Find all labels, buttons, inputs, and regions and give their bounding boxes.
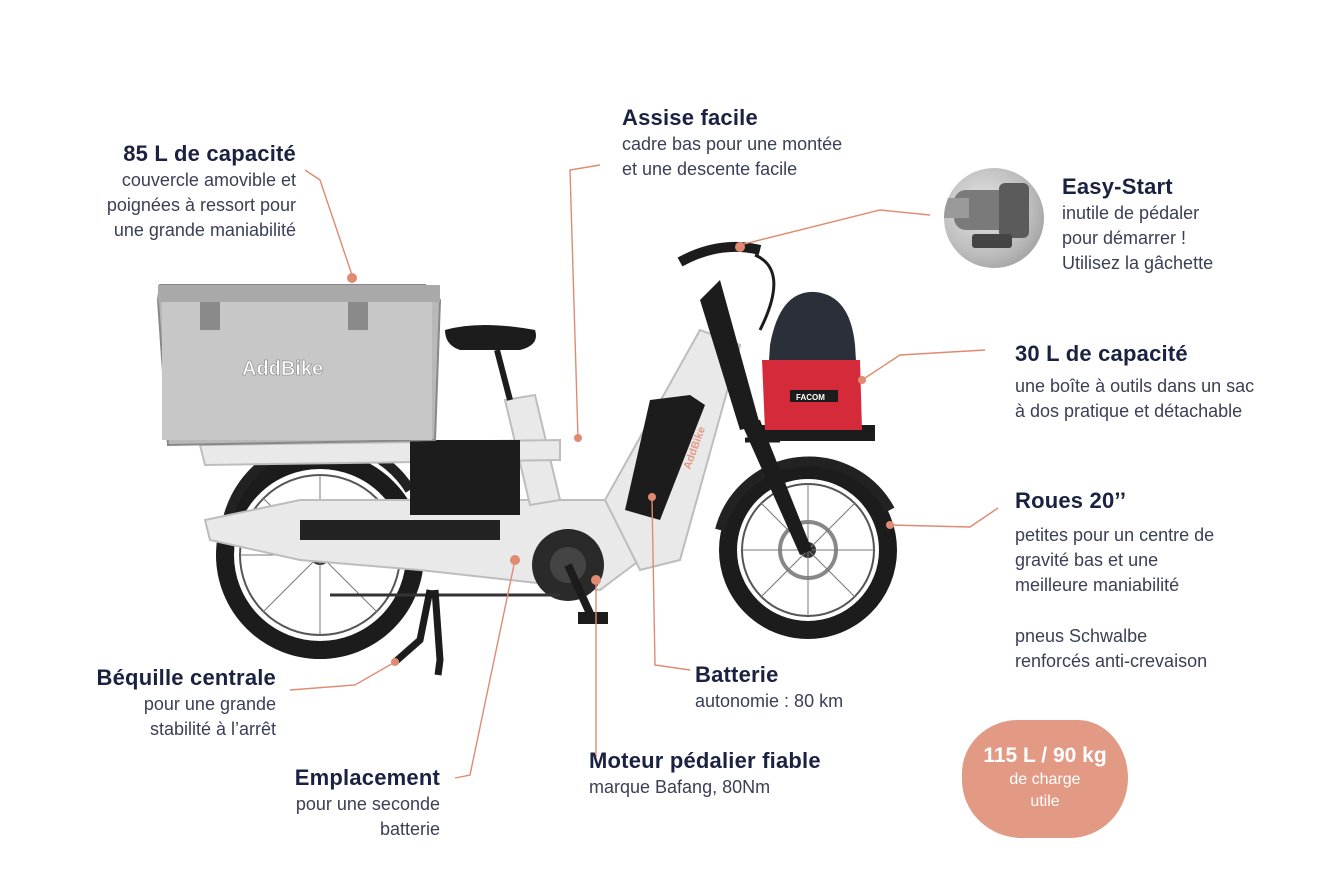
callout-line: et une descente facile — [622, 159, 798, 179]
callout-line: petites pour un centre de — [1015, 525, 1215, 545]
callout-title: Batterie — [695, 662, 779, 687]
callout-title: Easy-Start — [1062, 174, 1173, 199]
callout-moteur: Moteur pédalier fiable marque Bafang, 80… — [589, 747, 821, 800]
callout-line: pour démarrer ! — [1062, 228, 1187, 248]
callout-line: autonomie : 80 km — [695, 691, 844, 711]
motor — [532, 529, 608, 624]
callout-line: gravité bas et une — [1015, 550, 1159, 570]
callout-title: Roues 20’’ — [1015, 488, 1127, 513]
throttle-icon — [944, 183, 1029, 248]
callout-assise-facile: Assise facile cadre bas pour une montée … — [622, 104, 842, 182]
callout-title: Emplacement — [294, 765, 440, 790]
callout-line: à dos pratique et détachable — [1015, 401, 1243, 421]
callout-line: stabilité à l’arrêt — [149, 719, 276, 739]
callout-title: Assise facile — [622, 105, 758, 130]
callout-line: couvercle amovible et — [121, 170, 296, 190]
badge-line: de charge — [1009, 771, 1081, 788]
easy-start-throttle-image — [944, 168, 1044, 268]
callout-line: batterie — [379, 819, 440, 839]
callout-line: inutile de pédaler — [1062, 203, 1200, 223]
callout-line: meilleure maniabilité — [1015, 575, 1180, 595]
callout-title: Moteur pédalier fiable — [589, 748, 821, 773]
battery-pack: AddBike — [625, 395, 708, 520]
callout-line: cadre bas pour une montée — [622, 134, 843, 154]
callout-bequille: Béquille centrale pour une grande stabil… — [97, 664, 276, 742]
kickstand — [392, 589, 444, 676]
callout-title: 30 L de capacité — [1015, 341, 1188, 366]
callout-emplacement: Emplacement pour une seconde batterie — [295, 764, 440, 842]
callout-line: une grande maniabilité — [113, 220, 296, 240]
saddle — [445, 325, 536, 401]
callout-85l-capacity: 85 L de capacité couvercle amovible et p… — [107, 140, 296, 243]
callout-line: pneus Schwalbe — [1015, 626, 1148, 646]
callout-line: pour une grande — [143, 694, 276, 714]
callout-line: marque Bafang, 80Nm — [589, 777, 771, 797]
cargo-box: AddBike — [156, 284, 442, 447]
callout-line: une boîte à outils dans un sac — [1015, 376, 1255, 396]
callout-roues-20: Roues 20’’ petites pour un centre de gra… — [1015, 487, 1214, 674]
callout-line: pour une seconde — [295, 794, 440, 814]
front-fender — [715, 456, 895, 532]
backpack-brand-text: FACOM — [796, 393, 825, 402]
callout-30l-capacity: 30 L de capacité une boîte à outils dans… — [1015, 340, 1254, 424]
callout-batterie: Batterie autonomie : 80 km — [695, 661, 843, 714]
badge-capacity: 115 L / 90 kg — [983, 744, 1107, 767]
red-backpack: FACOM — [762, 291, 862, 430]
callout-easy-start: Easy-Start inutile de pédaler pour démar… — [1062, 173, 1213, 276]
badge-line: utile — [1030, 793, 1060, 810]
box-logo-text: AddBike — [242, 358, 323, 380]
callout-line: Utilisez la gâchette — [1062, 253, 1214, 273]
callout-title: Béquille centrale — [96, 665, 276, 690]
callout-line: renforcés anti-crevaison — [1015, 651, 1208, 671]
callout-title: 85 L de capacité — [123, 141, 296, 166]
callout-line: poignées à ressort pour — [106, 195, 296, 215]
load-capacity-badge: 115 L / 90 kg de charge utile — [962, 720, 1128, 838]
